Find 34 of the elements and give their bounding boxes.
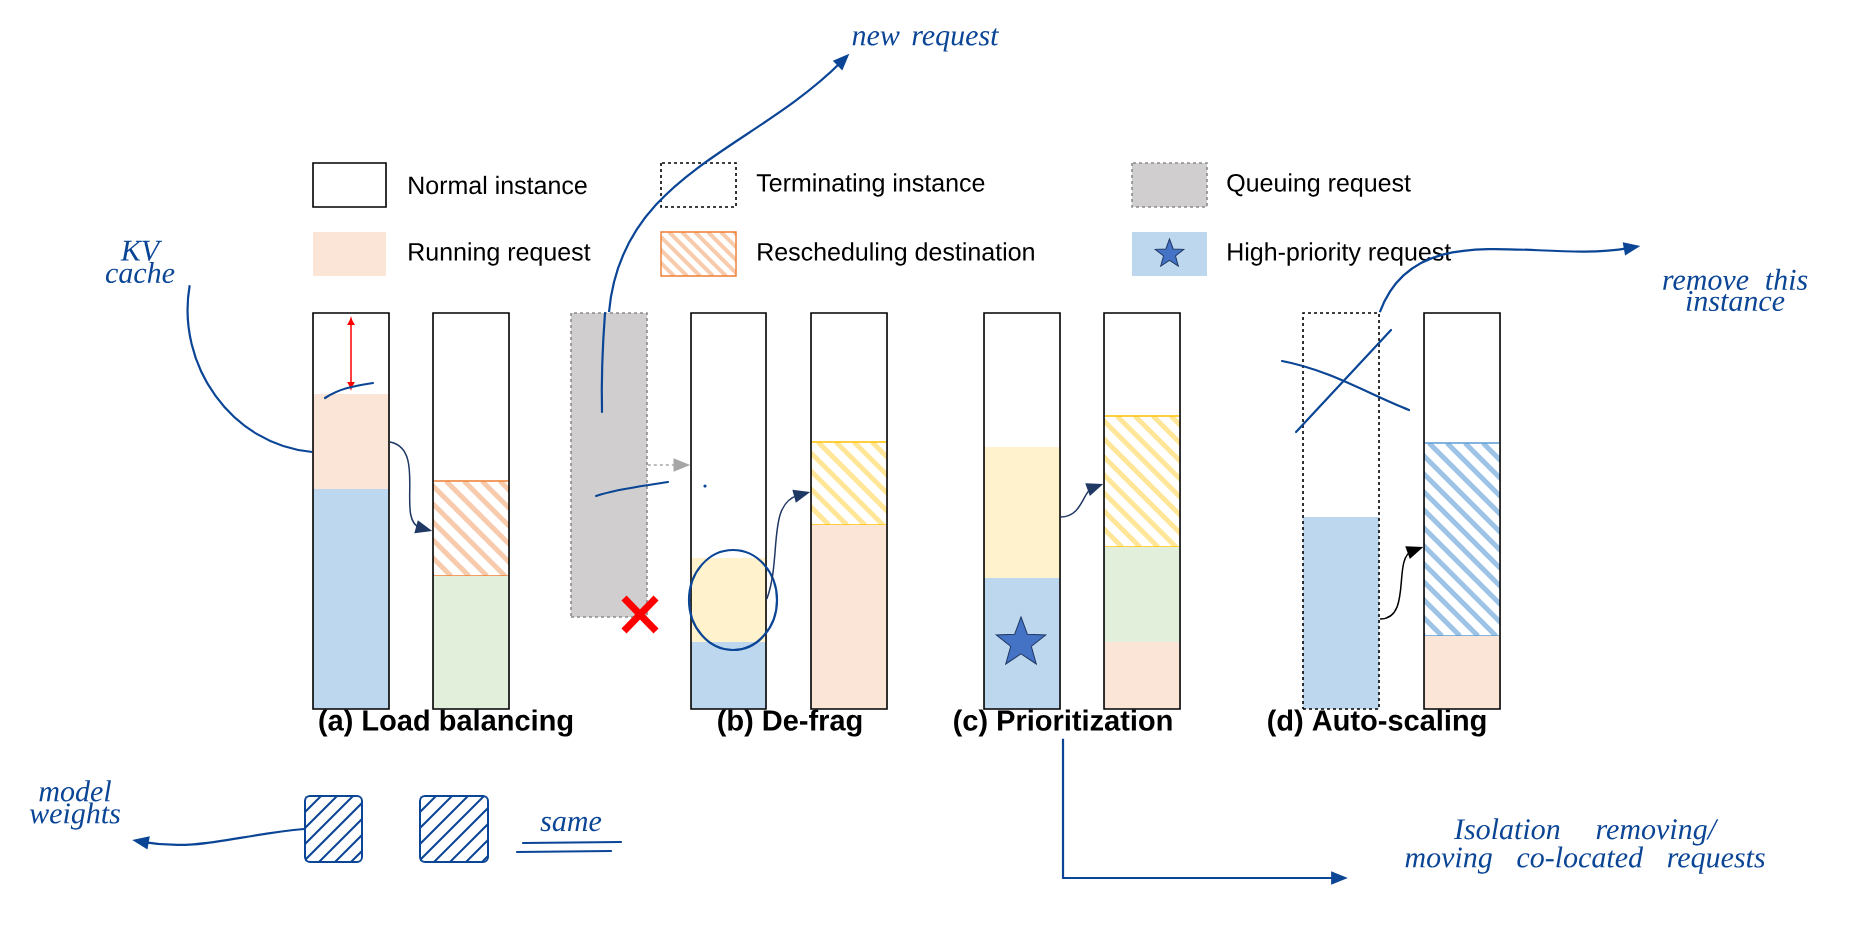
panel-caption: (b) De-frag	[718, 709, 862, 737]
legend-text: Rescheduling destination	[758, 242, 1034, 266]
arrow	[1379, 546, 1424, 620]
instance-bar	[312, 312, 390, 710]
instance-bar	[810, 312, 888, 710]
legend-text: Running request	[409, 242, 591, 266]
sketched-box	[419, 795, 489, 863]
arrow	[1378, 242, 1641, 313]
handwritten-note: same	[540, 816, 602, 832]
queuing-request-bar	[570, 312, 648, 618]
handwritten-note: KV cache	[105, 240, 175, 284]
handwritten-note: remove this instance	[1663, 268, 1808, 312]
handwritten-note: Isolation removing/ moving co-located requests	[1405, 818, 1765, 874]
instance-bar	[1423, 312, 1501, 710]
panel-caption: (a) Load balancing	[319, 709, 573, 737]
handwritten-note: model weights	[29, 780, 120, 830]
handwritten-note: new request	[852, 28, 1000, 52]
arrow	[647, 458, 691, 472]
sketched-box	[304, 795, 363, 863]
panel-caption: (c) Prioritization	[954, 709, 1172, 737]
panel-caption: (d) Auto-scaling	[1268, 709, 1486, 737]
legend-text: High-priority request	[1228, 242, 1452, 266]
instance-bar	[687, 312, 779, 710]
legend-text: Normal instance	[409, 175, 587, 195]
legend-text: Queuing request	[1227, 173, 1411, 197]
instance-bar	[432, 312, 510, 710]
arrow	[766, 489, 811, 600]
arrow	[1060, 483, 1104, 518]
arrow	[132, 827, 305, 850]
instance-bar	[1103, 312, 1181, 710]
legend-text: Terminating instance	[756, 173, 985, 197]
arrow	[1061, 738, 1348, 885]
arrow	[607, 53, 850, 313]
arrow	[389, 441, 433, 534]
